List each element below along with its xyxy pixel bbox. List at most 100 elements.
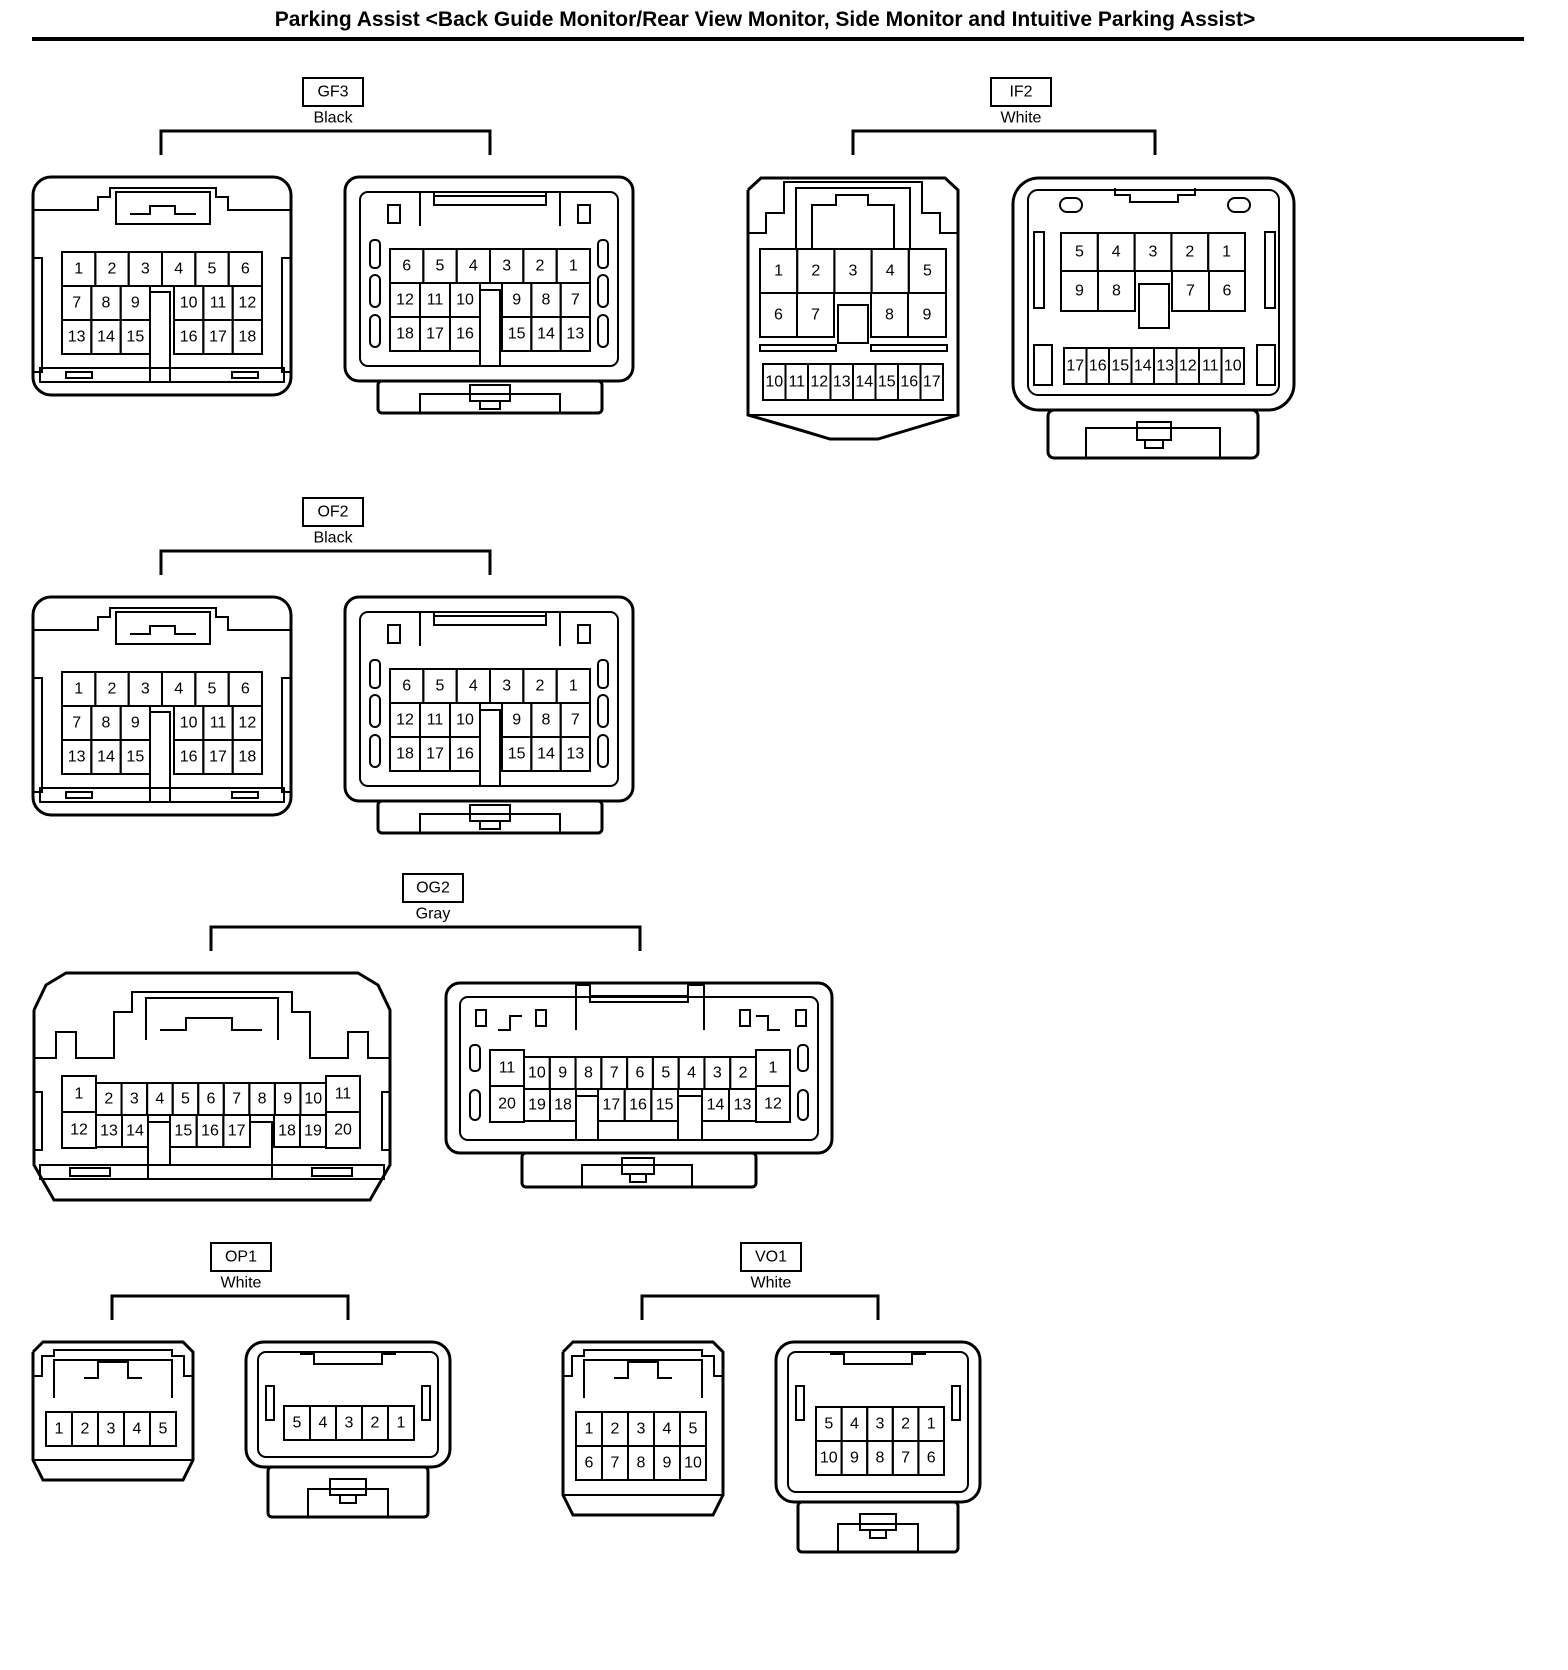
pin-number: 3 [502, 258, 511, 275]
pin-number: 3 [713, 1065, 722, 1082]
side-rib [597, 734, 609, 768]
pin-number: 18 [238, 329, 256, 346]
housing-line [84, 1361, 142, 1379]
pin-number: 15 [508, 746, 526, 763]
pin-number: 12 [238, 715, 256, 732]
latch-slot [65, 371, 93, 379]
lock-tab [1136, 421, 1172, 441]
side-rib [421, 1385, 431, 1421]
pin-cell [559, 736, 592, 772]
housing-line [33, 187, 291, 211]
pin-number: 10 [304, 1091, 322, 1108]
pin-number: 7 [571, 292, 580, 309]
housing-line [419, 191, 561, 226]
connector-bracket [159, 129, 492, 155]
pin-number: 2 [901, 1416, 910, 1433]
pin-number: 2 [611, 1421, 620, 1438]
guide-slot [1059, 197, 1083, 213]
pin-number: 6 [927, 1450, 936, 1467]
pin-number: 15 [656, 1097, 674, 1114]
housing-line [563, 1349, 723, 1377]
connector-code-box [990, 77, 1052, 107]
connector-code-label: IF2 [1009, 84, 1032, 101]
pin-number: 7 [611, 1455, 620, 1472]
pin-number: 6 [1223, 283, 1232, 300]
pin-number: 6 [207, 1091, 216, 1108]
pin-number: 7 [901, 1450, 910, 1467]
pin-number: 7 [232, 1091, 241, 1108]
connector-code-label: OG2 [416, 880, 450, 897]
pin-number: 10 [765, 374, 783, 391]
pin-number: 13 [100, 1123, 118, 1140]
housing-line [756, 1015, 780, 1031]
housing-line [130, 205, 196, 215]
pin-number: 9 [1075, 283, 1084, 300]
connector-color-label: White [221, 1275, 262, 1292]
pin-cell [387, 1405, 415, 1441]
pin-cell [679, 1445, 707, 1481]
pin-number: 9 [512, 712, 521, 729]
side-rib [597, 314, 609, 348]
connector-code-box [402, 873, 464, 903]
guide-slot [535, 1009, 547, 1027]
housing-line [33, 607, 291, 631]
side-rib [369, 734, 381, 768]
pin-number: 1 [1222, 244, 1231, 261]
pin-number: 10 [528, 1065, 546, 1082]
pin-cell [1220, 347, 1245, 385]
pin-number: 12 [810, 374, 828, 391]
housing-line [1134, 270, 1173, 311]
pin-number: 5 [181, 1091, 190, 1108]
lock-tab [629, 1173, 647, 1183]
pin-number: 8 [102, 715, 111, 732]
housing-line [300, 1353, 396, 1365]
housing-line [614, 1361, 672, 1379]
pin-number: 14 [97, 329, 115, 346]
pin-number: 12 [396, 292, 414, 309]
pin-number: 1 [75, 1086, 84, 1103]
housing-outline [787, 1351, 969, 1493]
pin-number: 17 [602, 1097, 620, 1114]
pin-number: 16 [629, 1097, 647, 1114]
side-rib [1256, 344, 1276, 386]
pin-number: 20 [498, 1096, 516, 1113]
lock-tab [115, 611, 211, 645]
pin-cell [917, 1440, 946, 1476]
latch-slot [69, 1167, 111, 1177]
key-slot [249, 1121, 273, 1165]
pin-number: 9 [283, 1091, 292, 1108]
lock-tab [581, 1164, 693, 1188]
lock-tab [115, 191, 211, 225]
side-rib [597, 239, 609, 269]
pin-number: 8 [885, 307, 894, 324]
pin-number: 7 [811, 307, 820, 324]
pin-number: 2 [108, 681, 117, 698]
latch-slot [65, 791, 93, 799]
pin-number: 5 [689, 1421, 698, 1438]
connector-color-label: White [751, 1275, 792, 1292]
pin-number: 4 [133, 1421, 142, 1438]
guide-slot [795, 1009, 807, 1027]
lock-tab [837, 1523, 919, 1553]
pin-number: 11 [427, 292, 444, 309]
pin-number: 1 [569, 258, 578, 275]
housing-outline [31, 595, 293, 817]
connector-code-box [302, 77, 364, 107]
connector-color-label: Black [313, 530, 353, 547]
base-rail [39, 787, 285, 803]
pin-number: 5 [1075, 244, 1084, 261]
housing-line [748, 181, 958, 234]
pin-number: 18 [238, 749, 256, 766]
pin-number: 13 [566, 326, 584, 343]
pin-number: 8 [542, 292, 551, 309]
connector-color-label: Gray [416, 906, 451, 923]
pin-number: 8 [876, 1450, 885, 1467]
housing-outline [359, 191, 619, 367]
pin-number: 17 [209, 329, 227, 346]
key-slot [149, 711, 171, 802]
lock-tab [419, 393, 561, 414]
pin-number: 1 [55, 1421, 64, 1438]
pin-number: 4 [319, 1415, 328, 1432]
